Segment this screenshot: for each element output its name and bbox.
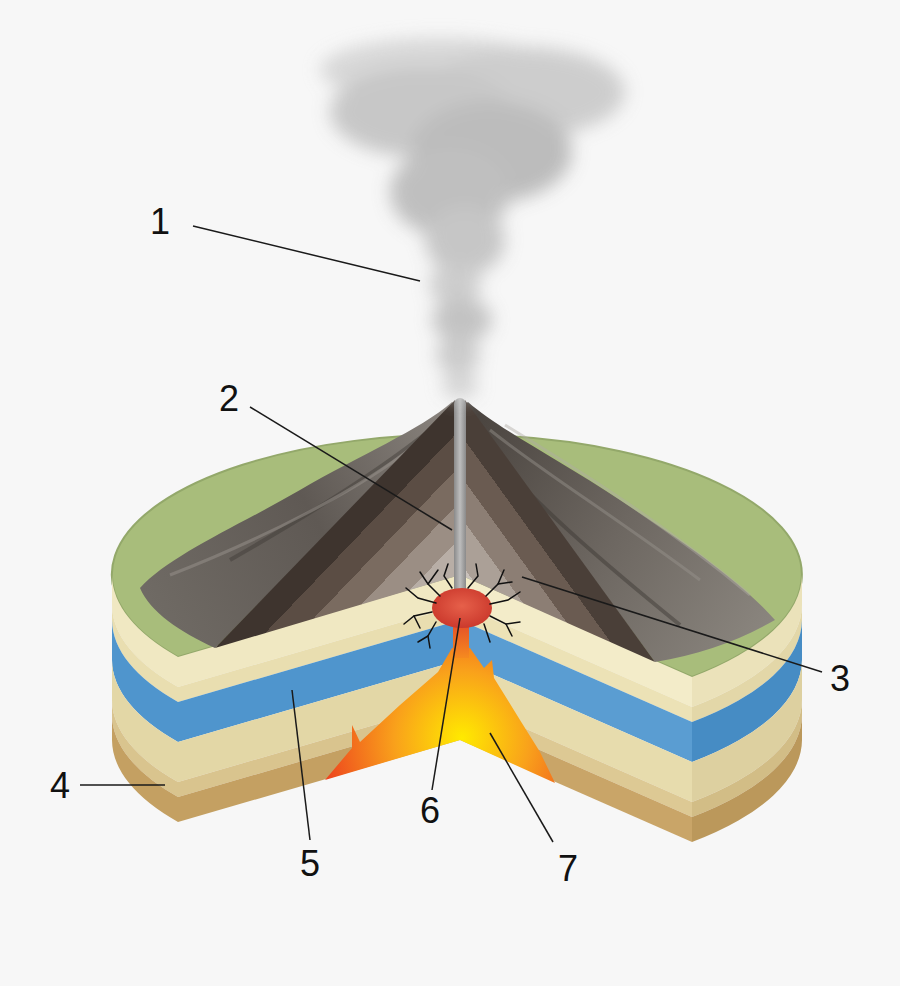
rock-strata xyxy=(112,715,178,822)
callout-number: 6 xyxy=(420,793,440,829)
volcano-strata xyxy=(215,400,655,662)
leader-line xyxy=(522,577,822,672)
leader-line xyxy=(250,407,452,530)
eruption-plume xyxy=(442,371,478,399)
eruption-plume xyxy=(436,337,480,373)
leader-line xyxy=(80,226,822,842)
rock-cracks xyxy=(506,622,520,624)
rock-cracks xyxy=(428,570,438,584)
rock-cracks xyxy=(420,572,440,596)
leader-line xyxy=(80,784,165,786)
rock-cracks xyxy=(404,612,432,624)
rock-cracks xyxy=(428,622,436,648)
eruption-plume xyxy=(425,205,505,275)
rock-cracks xyxy=(406,588,436,603)
callout-number: 2 xyxy=(219,381,239,417)
rock-cracks xyxy=(418,636,428,642)
volcano-strata xyxy=(215,400,460,648)
rock-cracks xyxy=(404,564,520,648)
rock-cracks xyxy=(490,592,520,604)
callout-number: 4 xyxy=(50,768,70,804)
leader-line xyxy=(193,226,420,281)
eruption-plume xyxy=(320,38,625,399)
rock-cracks xyxy=(414,616,420,628)
leader-line xyxy=(490,733,553,842)
rock-cracks xyxy=(468,564,478,588)
rock-cracks xyxy=(490,616,512,636)
rock-cracks xyxy=(484,624,490,642)
callout-number: 5 xyxy=(300,846,320,882)
magma xyxy=(325,648,555,783)
magma-chamber xyxy=(432,588,492,628)
callout-number: 3 xyxy=(830,661,850,697)
magma xyxy=(325,618,555,783)
rock-strata xyxy=(692,715,802,842)
callout-number: 7 xyxy=(558,851,578,887)
volcano-strata xyxy=(460,400,655,662)
callout-number: 1 xyxy=(150,204,170,240)
leader-line xyxy=(292,690,310,840)
rock-cracks xyxy=(444,564,452,588)
leader-line xyxy=(432,618,460,790)
volcanic-vent xyxy=(454,398,466,598)
eruption-plume xyxy=(432,298,492,342)
rock-cracks xyxy=(498,582,512,584)
